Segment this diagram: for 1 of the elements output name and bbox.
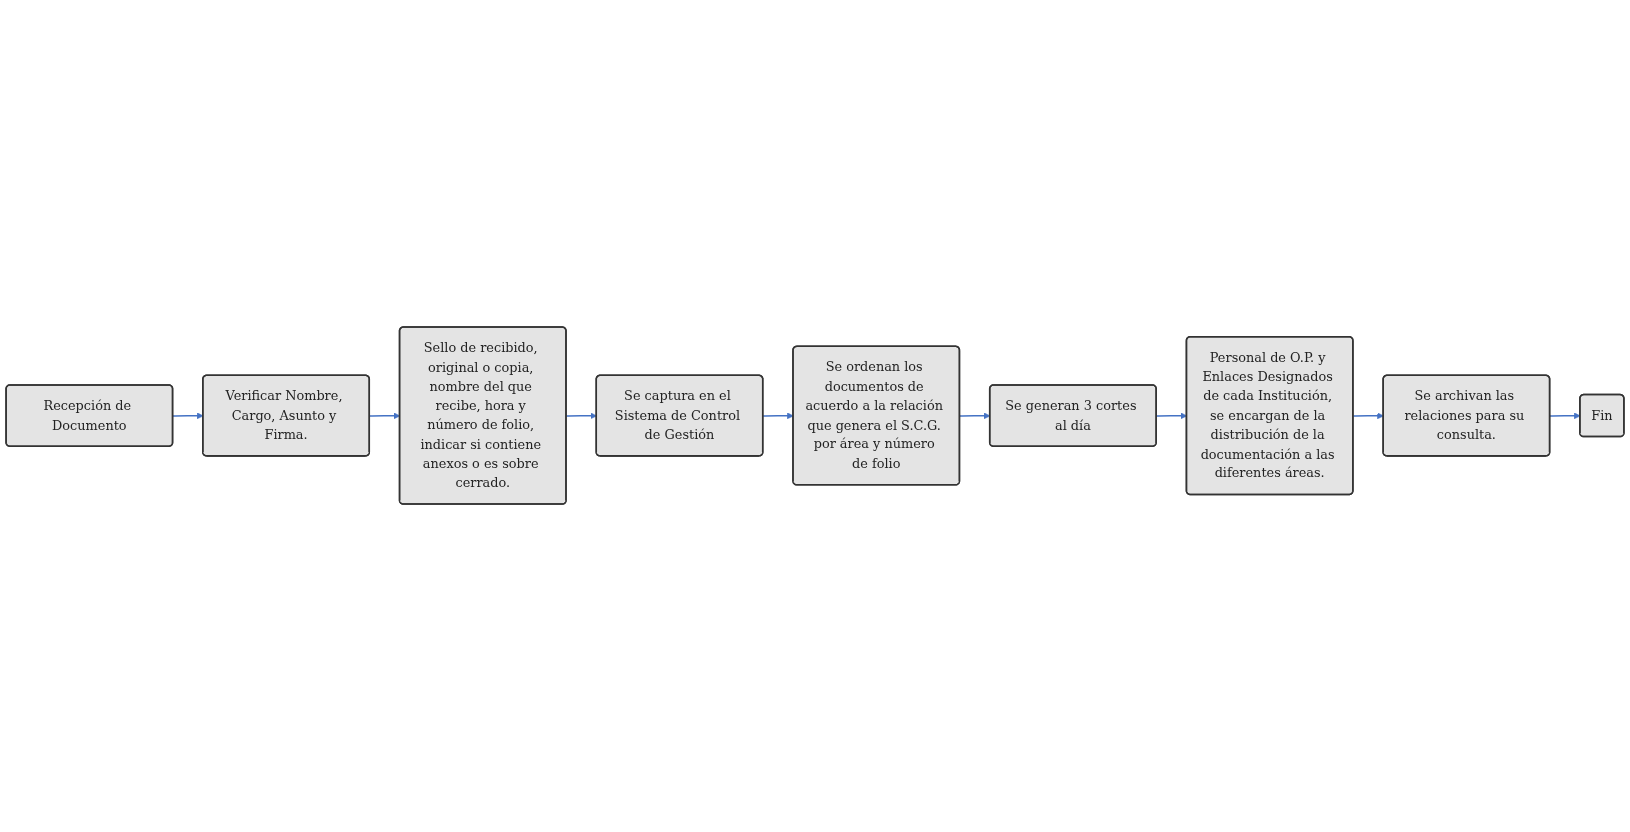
arrow <box>1352 412 1384 420</box>
